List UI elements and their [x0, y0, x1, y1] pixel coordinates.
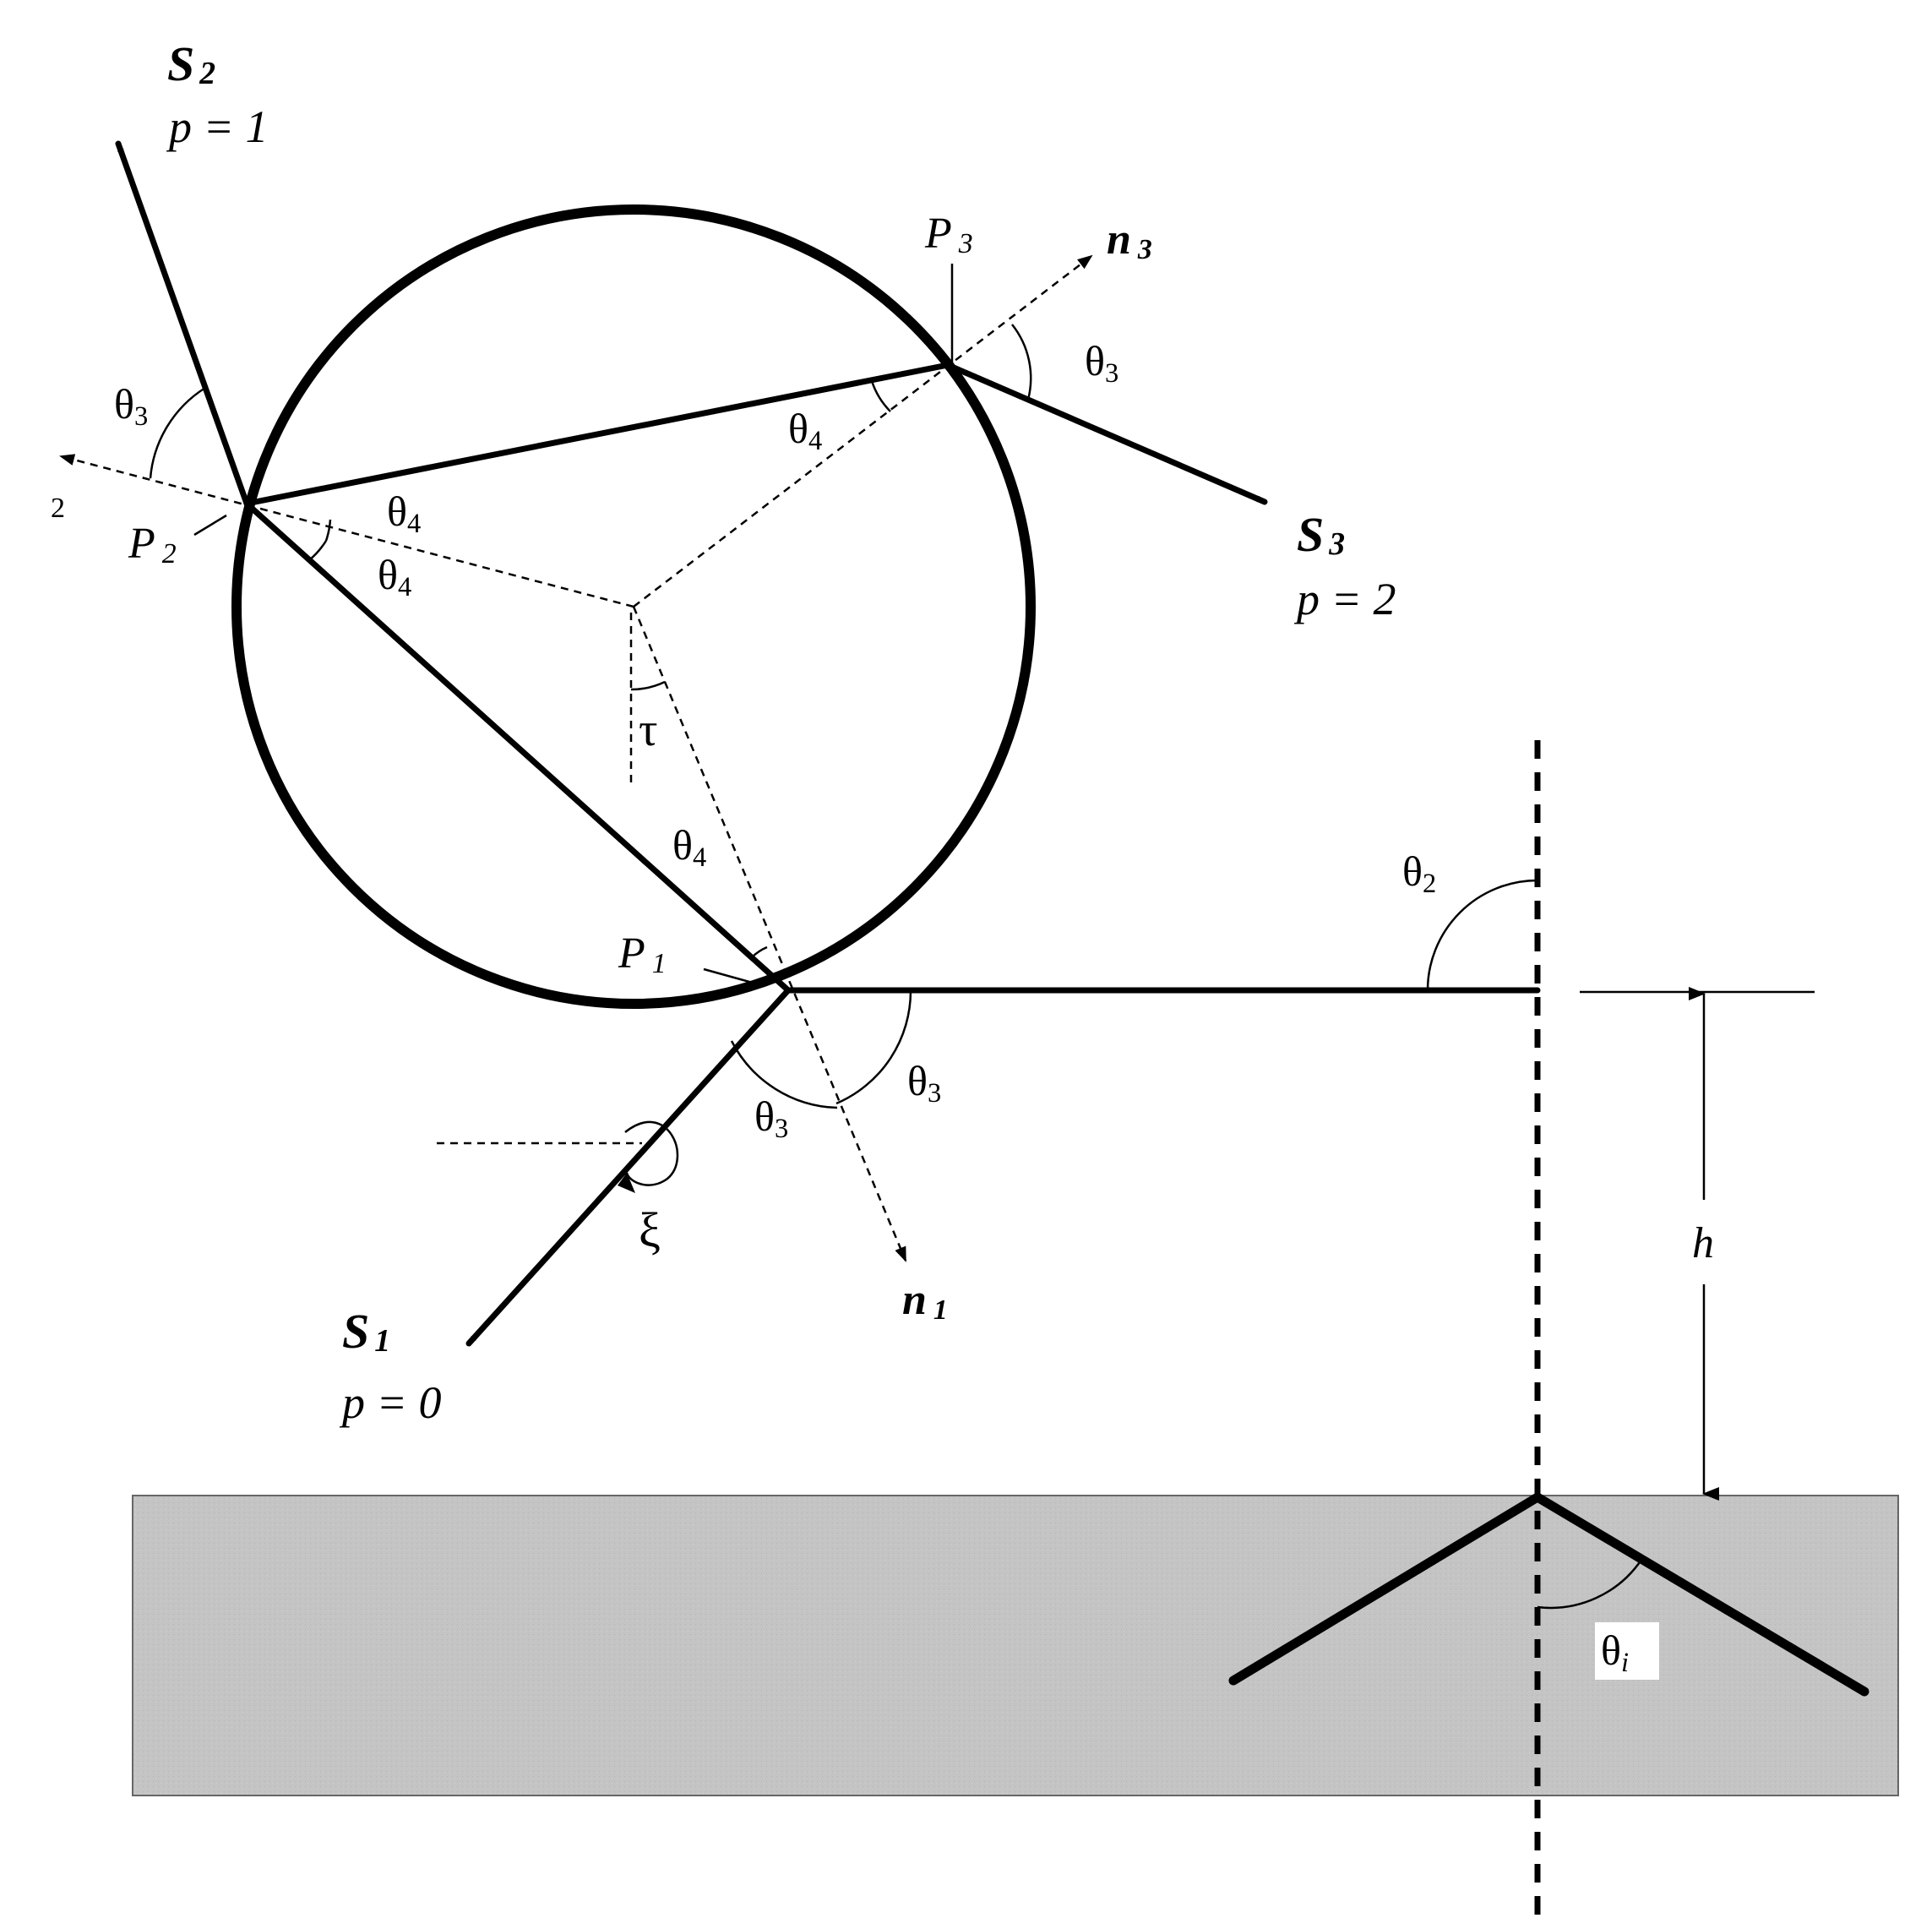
label-h: h [1692, 1219, 1714, 1267]
arc-theta4-p3 [870, 380, 891, 412]
ray-s1 [465, 987, 792, 1347]
arc-theta4-p2-upper [324, 519, 332, 542]
label-theta-i: θi [1601, 1627, 1629, 1678]
arc-theta3-right-p1 [835, 989, 912, 1105]
label-theta2: θ2 [1402, 847, 1436, 899]
label-theta3-p2: θ3 [114, 380, 148, 432]
label-s3-eq: p = 2 [1293, 574, 1396, 624]
normal-lines [59, 254, 1093, 1262]
arc-theta4-p2-lower [308, 540, 328, 561]
angle-arcs [149, 324, 1643, 1610]
theta-i-box [1595, 1622, 1659, 1680]
xi-arrowhead [618, 1173, 635, 1193]
label-theta4-p2-lower: θ4 [378, 551, 411, 602]
arc-theta3-p3 [1011, 324, 1032, 401]
arc-theta-i [1537, 1559, 1643, 1610]
label-s2-eq: p = 1 [166, 101, 268, 152]
droplet-circle [231, 204, 1036, 1009]
label-xi: ξ [639, 1202, 661, 1257]
label-theta4-p1: θ4 [672, 821, 706, 873]
label-theta3-p1-right: θ3 [907, 1057, 941, 1109]
label-theta3-p3: θ3 [1085, 337, 1118, 389]
label-theta3-p1-left: θ3 [754, 1093, 788, 1144]
label-theta4-p3: θ4 [788, 405, 822, 456]
arc-theta4-p1 [751, 945, 768, 958]
normal-n2 [59, 454, 634, 608]
normal-n3 [633, 254, 1093, 608]
arc-theta3-p2 [149, 386, 206, 479]
arc-xi [624, 1120, 679, 1186]
label-theta4-p2-upper: θ4 [387, 488, 421, 539]
ray-s2 [115, 140, 250, 507]
label-tau: τ [639, 704, 658, 756]
arc-theta2 [1426, 879, 1538, 991]
incident-ray-right [1532, 1492, 1869, 1697]
p2-tick [193, 514, 227, 537]
point-ticks [193, 264, 1815, 994]
label-s1-eq: p = 0 [339, 1377, 441, 1428]
reflected-ray-left [1228, 1492, 1543, 1686]
label-n2-stub: 2 [51, 493, 65, 524]
normal-n1 [632, 606, 907, 1262]
arc-theta3-left-p1 [730, 1040, 838, 1109]
p1-tick [703, 967, 765, 988]
ray-s3 [944, 362, 1268, 505]
internal-ray-p2-p3 [243, 362, 951, 507]
arc-tau [630, 680, 666, 691]
internal-ray-p1-p2 [243, 500, 792, 994]
